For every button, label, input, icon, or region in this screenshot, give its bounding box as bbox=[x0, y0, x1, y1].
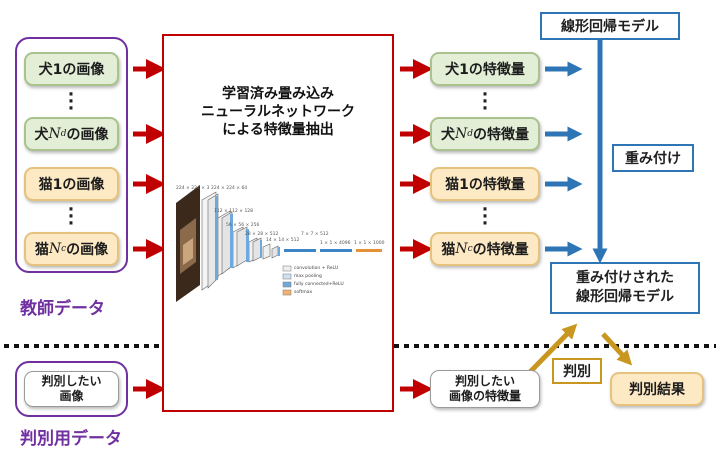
input-image-thumbnail bbox=[176, 185, 200, 302]
dog-feature-ellipsis: ··· bbox=[481, 85, 489, 119]
cnn-dim-label-7: 1 × 1 × 4096 bbox=[320, 241, 351, 246]
weighted-model-box: 重み付けされた 線形回帰モデル bbox=[550, 262, 700, 314]
dog-first-image: 犬1の画像 bbox=[24, 52, 119, 86]
dog-ellipsis: ··· bbox=[67, 85, 75, 119]
test-feature-box: 判別したい 画像の特徴量 bbox=[430, 370, 540, 408]
arrow-test-to-model bbox=[528, 323, 578, 374]
cat-feature-ellipsis: ··· bbox=[481, 200, 489, 234]
cnn-legend-3: softmax bbox=[294, 290, 313, 295]
training-data-frame bbox=[15, 37, 128, 273]
training-data-label: 教師データ bbox=[20, 299, 105, 319]
cnn-dim-label-5: 14 × 14 × 512 bbox=[266, 238, 300, 243]
test-input-image: 判別したい 画像 bbox=[24, 371, 119, 407]
cnn-legend-2: fully connected+ReLU bbox=[294, 282, 344, 287]
cnn-dim-label-2: 112 × 112 × 128 bbox=[214, 209, 254, 214]
classification-result-box: 判別結果 bbox=[610, 372, 704, 406]
cnn-dim-label-8: 1 × 1 × 1000 bbox=[354, 241, 385, 246]
extractor-frame bbox=[162, 34, 394, 412]
cnn-dim-label-6: 7 × 7 × 512 bbox=[301, 232, 329, 237]
cnn-legend-1: max pooling bbox=[294, 274, 322, 279]
cnn-dim-label-3: 56 × 56 × 256 bbox=[226, 223, 260, 228]
cnn-dim-label-4: 28 × 28 × 512 bbox=[245, 232, 279, 237]
cat-first-feature: 猫1の特徴量 bbox=[430, 167, 540, 201]
arrow-model-to-result bbox=[601, 332, 633, 366]
cnn-legend-0: convolution + ReLU bbox=[294, 266, 339, 271]
weighting-box: 重み付け bbox=[612, 144, 694, 172]
linear-model-box: 線形回帰モデル bbox=[540, 12, 680, 40]
cnn-dim-label-0: 224 × 224 × 3 bbox=[176, 186, 210, 191]
cat-ellipsis: ··· bbox=[67, 200, 75, 234]
dog-first-feature: 犬1の特徴量 bbox=[430, 52, 540, 86]
test-data-label: 判別用データ bbox=[20, 429, 122, 449]
test-data-frame bbox=[15, 361, 128, 417]
cat-first-image: 猫1の画像 bbox=[24, 167, 119, 201]
extractor-title: 学習済み畳み込み ニューラルネットワーク による特徴量抽出 bbox=[201, 86, 355, 138]
classify-label-box: 判別 bbox=[552, 358, 602, 384]
cnn-dim-label-1: 224 × 224 × 64 bbox=[211, 186, 248, 191]
